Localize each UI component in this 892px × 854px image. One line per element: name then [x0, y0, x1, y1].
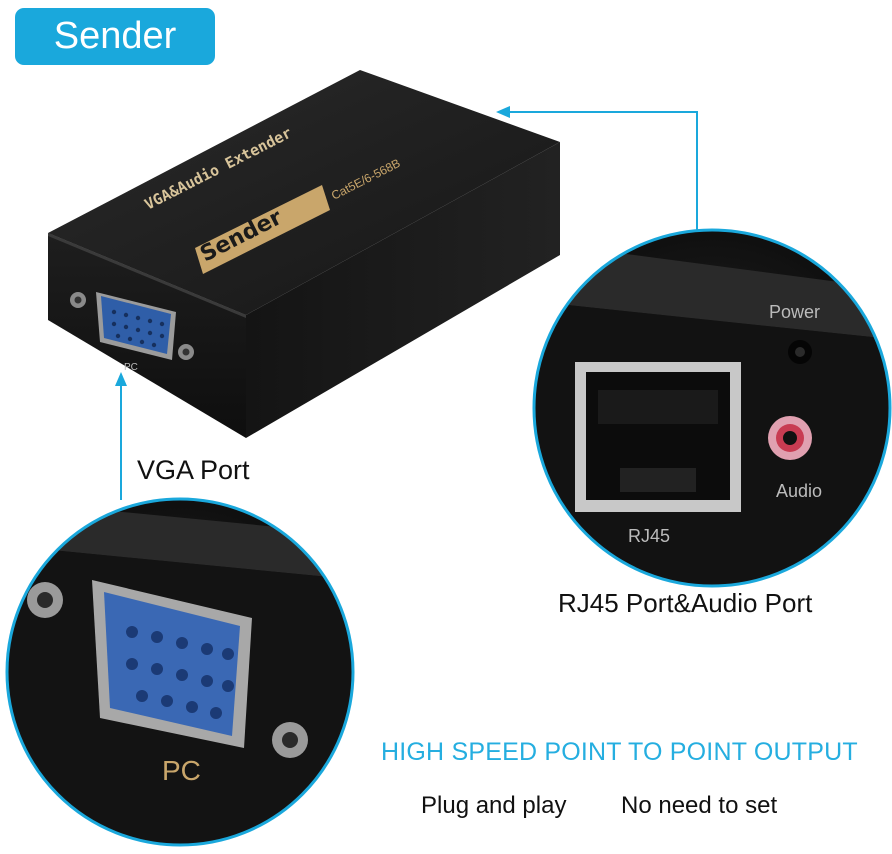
rj45-label: RJ45: [628, 526, 670, 546]
vga-port-caption: VGA Port: [137, 455, 250, 485]
headline: HIGH SPEED POINT TO POINT OUTPUT: [381, 738, 858, 766]
extender-device: [48, 70, 560, 438]
vga-zoom-pc-label: PC: [162, 755, 201, 786]
feature-plug-and-play: Plug and play: [421, 792, 567, 819]
rj45-audio-caption: RJ45 Port&Audio Port: [558, 588, 813, 618]
vga-zoom-circle: PC: [5, 497, 355, 847]
device-vga-label: PC: [124, 362, 138, 373]
audio-label: Audio: [776, 481, 822, 501]
sender-plate: [195, 185, 330, 274]
arrow-head-right: [496, 106, 510, 118]
sender-badge: Sender: [15, 8, 215, 65]
feature-no-setup: No need to set: [621, 792, 778, 819]
callout-lines: [120, 111, 698, 500]
sender-badge-label: Sender: [53, 15, 177, 57]
arrow-head-left: [115, 372, 127, 386]
power-label: Power: [769, 302, 820, 322]
rj45-zoom-circle: Power Audio RJ45: [532, 228, 892, 588]
